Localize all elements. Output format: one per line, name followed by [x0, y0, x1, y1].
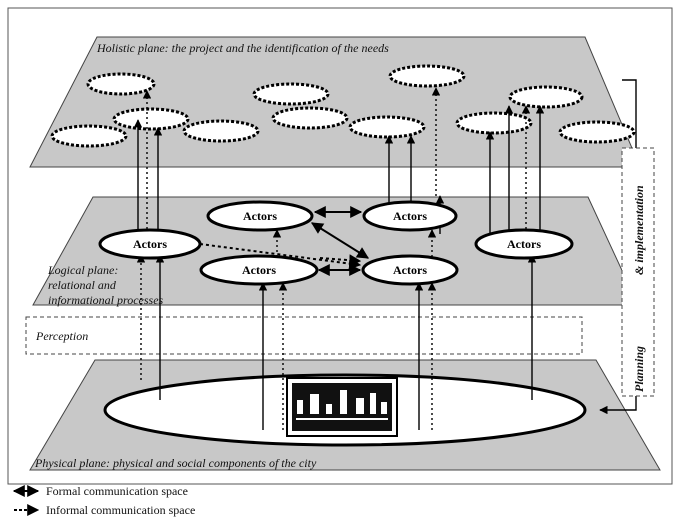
need-ellipse — [348, 115, 426, 139]
city-image — [286, 377, 398, 437]
legend-formal-label: Formal communication space — [46, 484, 188, 498]
logical-plane-label-line1: Logical plane: — [47, 263, 118, 277]
actor-label: Actors — [393, 263, 427, 277]
physical-plane-label: Physical plane: physical and social comp… — [34, 456, 317, 470]
need-ellipse — [271, 106, 349, 130]
actor-ellipse — [206, 200, 314, 232]
formal-link — [310, 222, 370, 259]
informal-arrows — [136, 87, 531, 430]
need-ellipse — [182, 119, 260, 143]
perception-box — [25, 316, 583, 355]
actor-label: Actors — [393, 209, 427, 223]
need-ellipse — [455, 111, 533, 135]
actor-links — [199, 206, 370, 276]
planning-label: Planning — [632, 346, 646, 392]
actor-ellipse — [474, 228, 574, 260]
need-ellipse — [252, 82, 330, 106]
need-ellipse — [112, 107, 190, 131]
implementation-label: & implementation — [632, 185, 646, 275]
need-ellipse — [86, 72, 156, 96]
logical-plane-label-line2: relational and — [48, 278, 117, 292]
actor-ellipse — [98, 228, 202, 260]
need-ellipse — [50, 124, 128, 148]
legend-informal-label: Informal communication space — [46, 503, 195, 517]
needs-ellipses — [50, 64, 636, 148]
need-ellipse — [388, 64, 466, 88]
perception-label: Perception — [35, 329, 88, 343]
figure-frame — [7, 7, 673, 485]
implementation-box — [621, 147, 655, 397]
legend: Formal communication space Informal comm… — [12, 484, 195, 517]
actor-ellipse — [362, 200, 458, 232]
actor-ellipse — [361, 254, 459, 286]
holistic-plane-label: Holistic plane: the project and the iden… — [96, 41, 389, 55]
need-ellipse — [558, 120, 636, 144]
actor-label: Actors — [133, 237, 167, 251]
logical-plane-label-line3: informational processes — [48, 293, 164, 307]
actor-label: Actors — [507, 237, 541, 251]
informal-link — [199, 243, 362, 270]
actor-ellipse — [199, 254, 319, 286]
actor-label: Actors — [243, 209, 277, 223]
need-ellipse — [508, 85, 584, 109]
actor-label: Actors — [242, 263, 276, 277]
formal-arrows — [133, 105, 545, 430]
informal-link — [319, 254, 362, 267]
actors: Actors Actors Actors Actors Actors Actor… — [98, 200, 574, 286]
